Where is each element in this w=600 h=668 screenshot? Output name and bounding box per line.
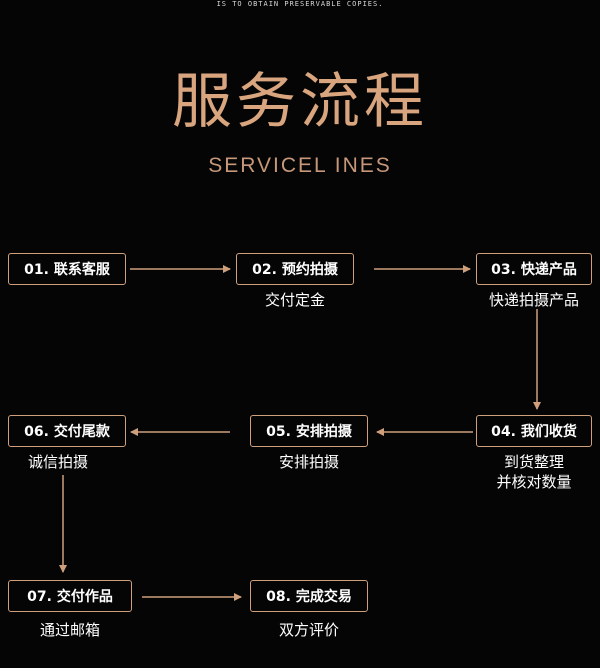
step-07-box: 07. 交付作品 (8, 580, 132, 612)
page-subtitle: SERVICEL INES (208, 154, 392, 177)
step-07-note: 通过邮箱 (39, 621, 100, 639)
step-01-box: 01. 联系客服 (8, 253, 126, 285)
step-02-note: 交付定金 (264, 291, 325, 309)
step-05-box: 05. 安排拍摄 (250, 415, 368, 447)
step-04-note-line2: 并核对数量 (496, 473, 572, 491)
step-02-box: 02. 预约拍摄 (236, 253, 354, 285)
step-03-note: 快递拍摄产品 (488, 291, 579, 309)
step-05-note: 安排拍摄 (278, 453, 339, 471)
step-06-box: 06. 交付尾款 (8, 415, 126, 447)
step-08-box: 08. 完成交易 (250, 580, 368, 612)
step-08-note: 双方评价 (278, 621, 339, 639)
step-04-note-line1: 到货整理 (503, 453, 564, 471)
step-06-note: 诚信拍摄 (28, 453, 89, 471)
step-04-box: 04. 我们收货 (476, 415, 592, 447)
step-03-box: 03. 快递产品 (476, 253, 592, 285)
top-caption: IS TO OBTAIN PRESERVABLE COPIES. (216, 0, 384, 8)
page-title: 服务流程 (172, 67, 428, 137)
